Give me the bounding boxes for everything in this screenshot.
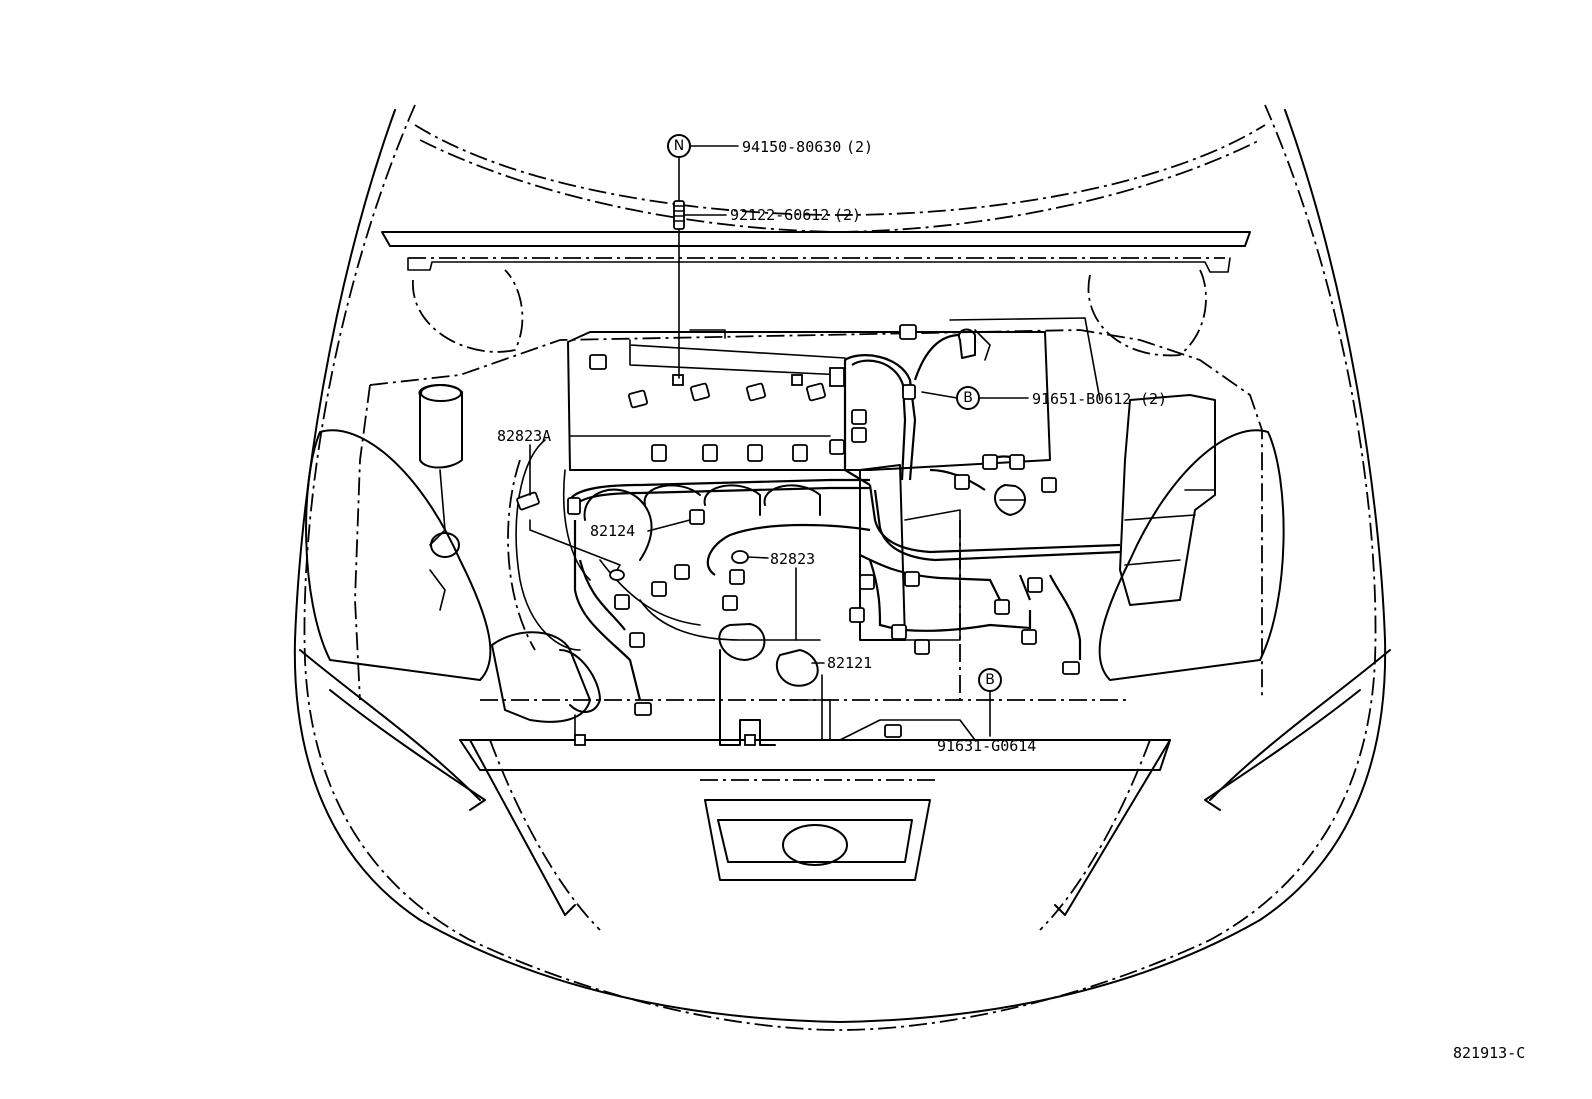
part-number-91651-B0612: 91651-B0612	[1032, 390, 1131, 408]
connector	[829, 367, 845, 387]
connector	[994, 599, 1010, 615]
part-number-94150-80630: 94150-80630	[742, 138, 841, 156]
connector	[634, 702, 652, 716]
connector	[746, 382, 766, 402]
connectors	[516, 324, 1080, 746]
connector	[884, 724, 902, 738]
car-body-outline	[293, 104, 1391, 1031]
connector	[851, 409, 867, 425]
connector	[614, 594, 630, 610]
right-components	[949, 317, 1216, 606]
left-components	[418, 384, 601, 741]
connector	[516, 491, 540, 511]
connector	[629, 632, 645, 648]
connector	[651, 581, 667, 597]
connector	[574, 734, 586, 746]
connector	[674, 564, 690, 580]
part-number-92122-G0612: 92122-G0612	[730, 206, 829, 224]
stud-icon	[673, 200, 685, 230]
callouts: N 94150-80630 (2) 92122-G0612 (2) B 9165…	[497, 134, 1167, 755]
connector	[1062, 661, 1080, 675]
marker-b-top-letter: B	[963, 390, 973, 406]
connector	[982, 454, 998, 470]
connector	[567, 497, 581, 515]
connector	[702, 444, 718, 462]
clip	[731, 550, 749, 564]
connector	[689, 509, 705, 525]
connector	[792, 444, 808, 462]
part-number-82823: 82823	[770, 550, 815, 568]
connector	[628, 389, 648, 409]
part-number-82823A: 82823A	[497, 427, 551, 445]
connector	[806, 382, 826, 402]
connector	[849, 607, 865, 623]
marker-n-letter: N	[674, 138, 684, 154]
part-number-82124: 82124	[590, 522, 635, 540]
clip	[609, 569, 625, 581]
connector	[859, 574, 875, 590]
connector	[899, 324, 917, 340]
connector	[914, 639, 930, 655]
connector	[902, 384, 916, 400]
connector	[851, 427, 867, 443]
connector	[891, 624, 907, 640]
marker-b-bottom-letter: B	[985, 672, 995, 688]
connector	[722, 595, 738, 611]
connector	[954, 474, 970, 490]
connector	[1041, 477, 1057, 493]
part-qty-91651: (2)	[1140, 390, 1167, 408]
connector	[904, 571, 920, 587]
connector	[589, 354, 607, 370]
connector	[744, 734, 756, 746]
part-number-82121: 82121	[827, 654, 872, 672]
connector	[1021, 629, 1037, 645]
connector	[690, 382, 710, 402]
connector	[1009, 454, 1025, 470]
part-qty-92122: (2)	[834, 206, 861, 224]
connector	[747, 444, 763, 462]
connector	[791, 374, 803, 386]
part-qty-94150: (2)	[846, 138, 873, 156]
connector	[729, 569, 745, 585]
connector	[651, 444, 667, 462]
connector	[829, 439, 845, 455]
connector	[672, 374, 684, 386]
engine-block	[507, 329, 1051, 746]
figure-id: 821913-C	[1453, 1044, 1525, 1062]
connector	[1027, 577, 1043, 593]
part-number-91631-G0614: 91631-G0614	[937, 737, 1036, 755]
